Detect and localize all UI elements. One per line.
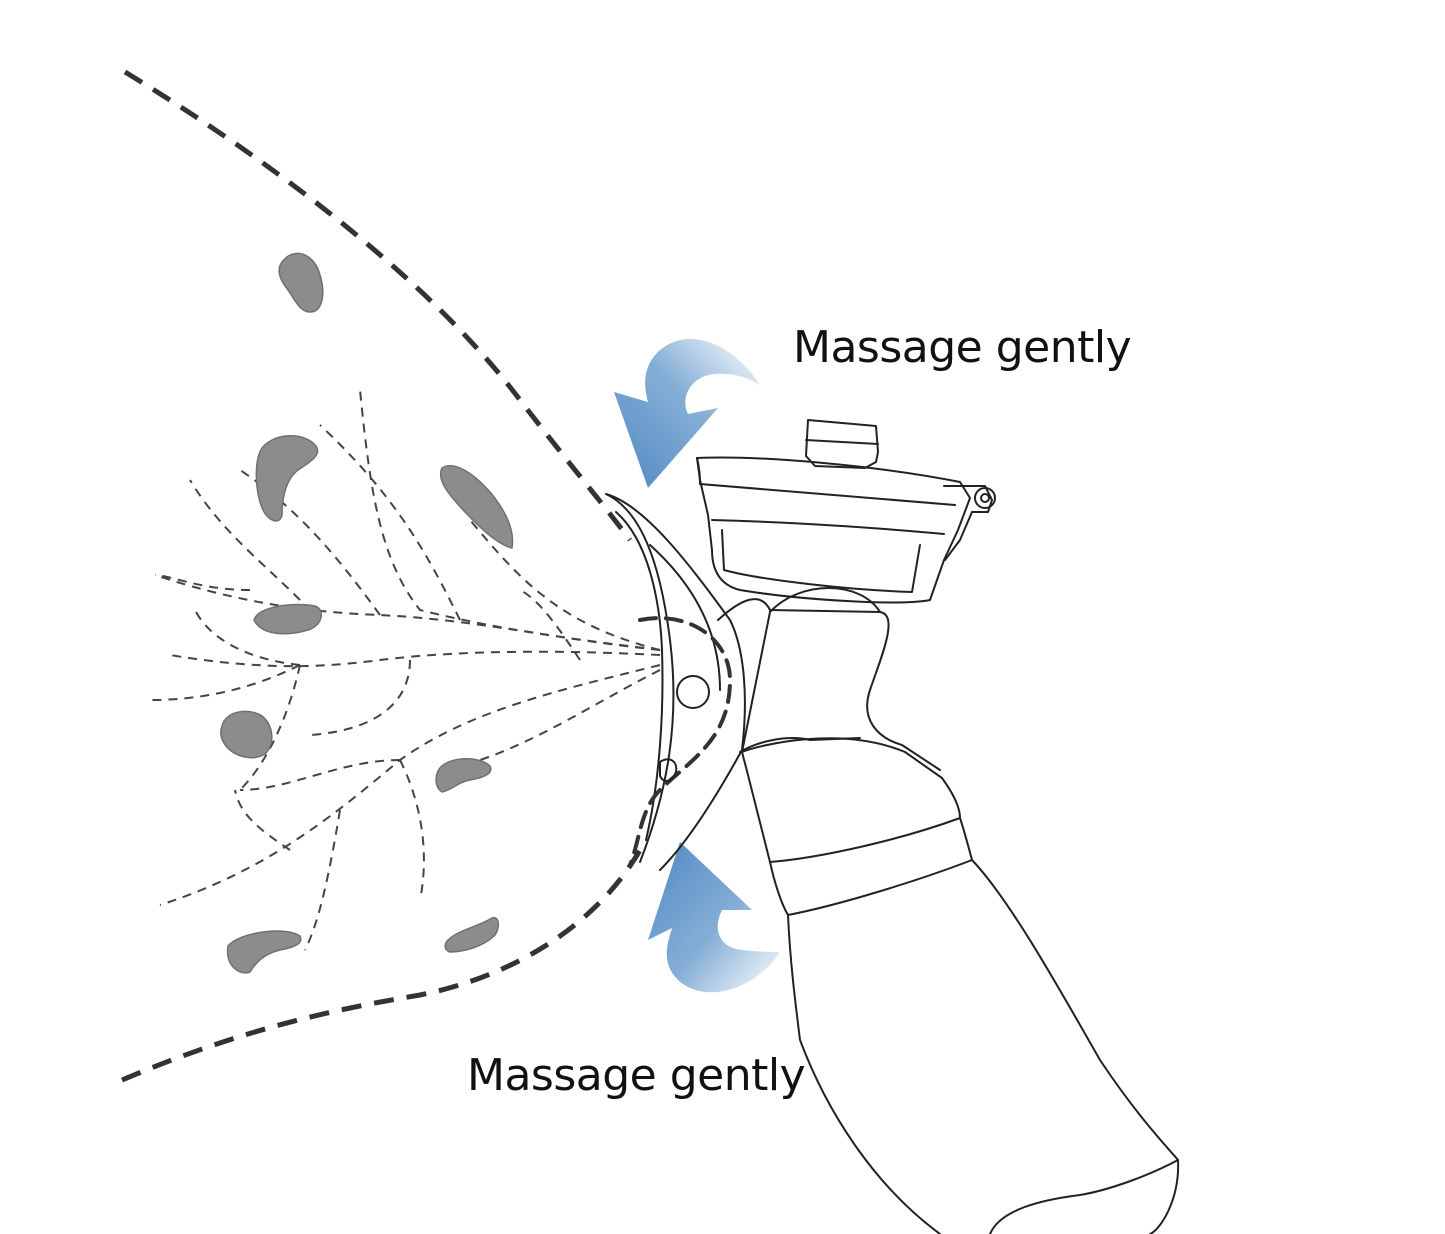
lobule-7 [226,930,302,974]
massage-label-bottom: Massage gently [467,1050,806,1101]
lobule-4 [253,603,323,635]
pump-flange [605,493,746,871]
duct-6 [319,424,461,621]
duct-4 [154,574,251,591]
duct-18 [234,789,291,851]
duct-11 [309,659,411,736]
duct-10 [149,664,301,701]
pump-valve [676,675,710,709]
lobule-5 [220,710,273,759]
duct-5 [359,389,661,651]
duct-16 [304,809,341,951]
pump-neck [717,598,941,771]
lobule-2 [255,435,319,522]
duct-9 [194,609,301,666]
duct-19 [519,589,581,661]
milk-ducts [149,389,661,951]
duct-3 [189,479,301,601]
duct-12 [239,664,301,791]
lobule-8 [444,916,499,953]
pump-handle-housing [696,456,971,604]
duct-8 [169,650,661,668]
curved-arrow-down-left-icon [614,338,760,488]
lobule-1 [278,252,324,313]
curved-arrow-up-left-icon [648,842,780,993]
duct-15 [399,759,425,901]
breast-outline-upper [123,69,632,542]
lobule-6 [435,758,492,793]
duct-1 [154,574,661,651]
pump-bottle [787,859,1180,1234]
duct-13 [159,664,661,906]
pump-top-button [805,419,879,469]
duct-7 [469,519,661,651]
massage-label-top: Massage gently [793,322,1132,373]
lobules [220,252,514,974]
duct-14 [239,759,401,791]
lobule-3 [439,465,514,549]
breast-pump [605,419,1180,1234]
pump-collar [741,737,961,863]
breast-outline-lower [121,848,643,1083]
duct-17 [479,669,661,761]
breast-outline [121,69,643,1083]
